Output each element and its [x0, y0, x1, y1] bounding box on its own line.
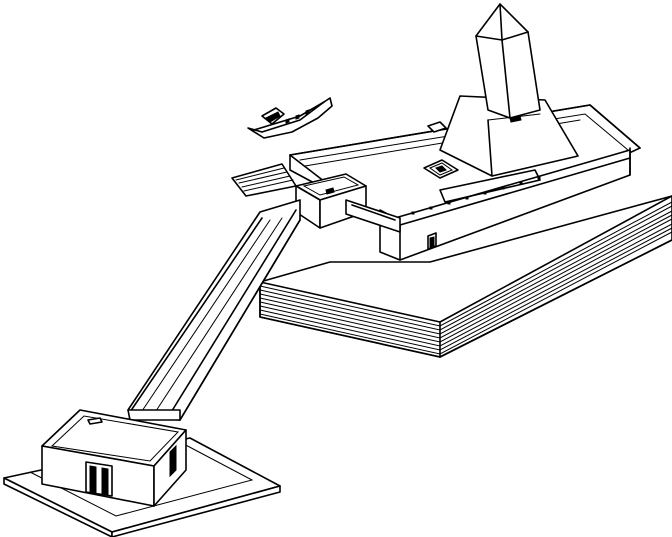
valley-temple — [3, 409, 281, 537]
causeway — [127, 199, 301, 421]
valley-gate — [295, 173, 401, 233]
boat-icon — [247, 97, 333, 139]
altar-icon — [423, 159, 459, 179]
terrace-layers — [259, 195, 672, 358]
obelisk — [439, 3, 579, 177]
temple-door-icon — [85, 461, 113, 497]
